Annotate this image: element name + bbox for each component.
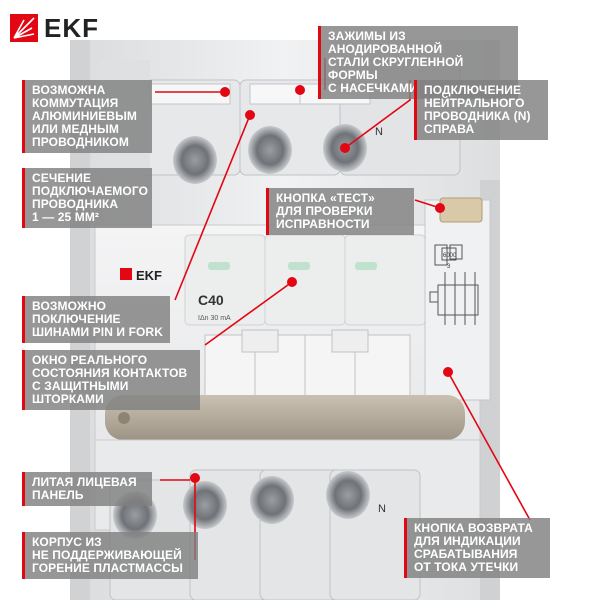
callout-section: Сечение подключаемого проводника 1 — 25 … <box>22 168 152 228</box>
neutral-mark-bottom: N <box>378 503 386 515</box>
toggle-handles <box>204 329 411 406</box>
callout-neutral: Подключение нейтрального проводника (N) … <box>414 80 548 140</box>
bottom-hole-3 <box>250 476 294 524</box>
top-hole-2 <box>248 126 292 174</box>
svg-text:6000: 6000 <box>443 253 457 259</box>
callout-aluminium: Возможна коммутация алюминиевым или медн… <box>22 80 152 153</box>
svg-text:EKF: EKF <box>136 268 162 283</box>
callout-reset: Кнопка возврата для индикации срабатыван… <box>404 518 550 578</box>
top-hole-1 <box>173 136 217 184</box>
test-button <box>439 197 483 223</box>
rcd-module <box>424 199 491 401</box>
bottom-hole-4 <box>326 471 370 519</box>
callout-front-panel: Литая лицевая панель <box>22 472 152 506</box>
brand-logo: EKF <box>10 12 99 43</box>
callout-body: Корпус из не поддерживающей горение плас… <box>22 532 198 579</box>
bottom-hole-2 <box>183 481 227 529</box>
callout-window: Окно реального состояния контактов с защ… <box>22 350 200 410</box>
brand-name: EKF <box>44 12 99 43</box>
callout-test: Кнопка «Тест» для проверки исправности <box>266 188 414 235</box>
svg-text:3: 3 <box>447 264 451 270</box>
rating-text: C40 <box>198 292 224 308</box>
bottom-terminals <box>109 469 421 600</box>
ekf-logo-icon <box>10 14 38 42</box>
callout-busbar: Возможно поключение шинами PIN и FORK <box>22 296 170 343</box>
callout-dots <box>190 85 453 483</box>
residual-text: IΔn 30 mA <box>198 315 231 322</box>
neutral-mark-top: N <box>375 126 383 138</box>
